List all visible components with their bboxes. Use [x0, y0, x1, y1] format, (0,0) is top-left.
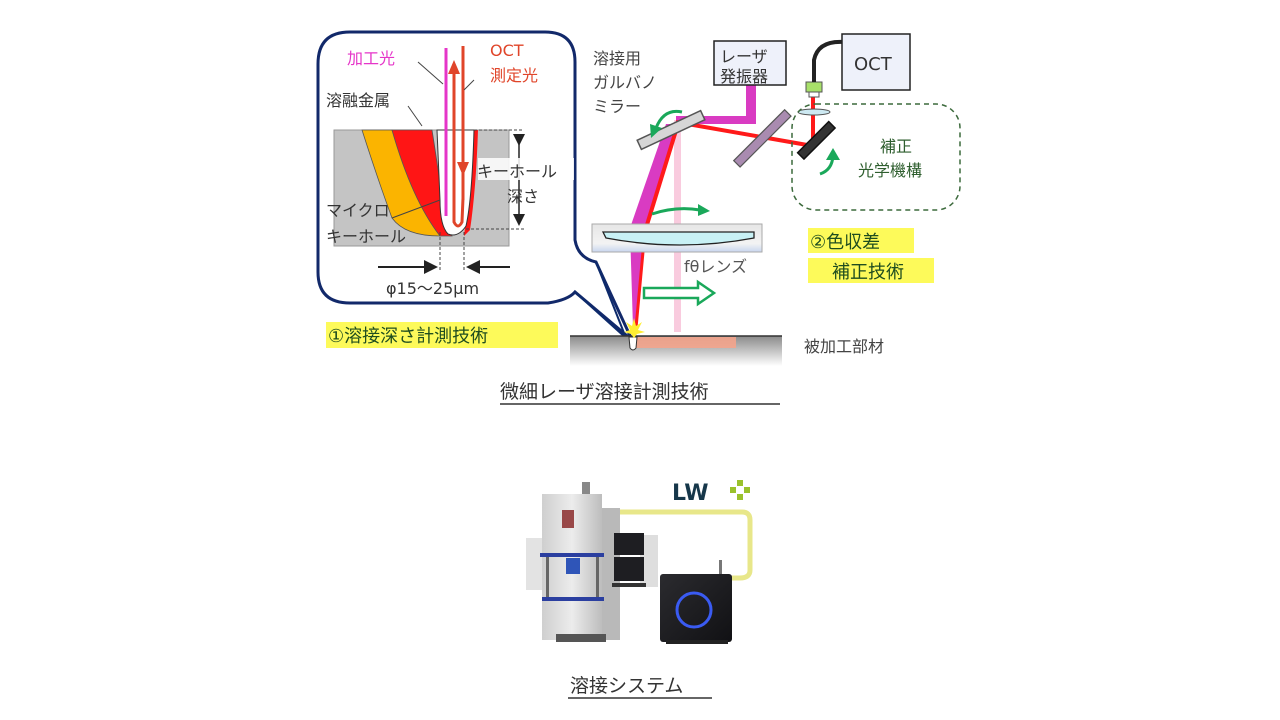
correction-optics-region — [791, 103, 961, 211]
machine-top-table — [540, 553, 604, 557]
keyhole-inset: 加工光 OCT 測定光 溶融金属 キーホール 深さ マイクロ キーホール φ15… — [316, 30, 634, 342]
oct-arrow-down — [457, 162, 469, 176]
molten-zone — [391, 129, 453, 237]
oct-box — [841, 33, 911, 91]
ftheta-lens — [601, 231, 755, 246]
oct-fiber — [812, 39, 846, 82]
label-chromatic-line1: ②色収差 — [810, 232, 880, 253]
leader-keyhole — [391, 199, 441, 219]
optical-system: レーザ 発振器 OCT 補正 光学機構 — [570, 33, 961, 366]
label-laser-line2: 発振器 — [720, 67, 768, 86]
leader-molten — [407, 105, 423, 127]
label-depth-measurement: ①溶接深さ計測技術 — [328, 326, 488, 347]
lw-logo: LW — [672, 480, 750, 506]
label-diameter: φ15～25μm — [386, 279, 479, 298]
oct-beam-down — [644, 123, 680, 229]
label-galvano-line2: ガルバノ — [593, 73, 657, 92]
label-molten-metal: 溶融金属 — [326, 91, 390, 110]
machine-post-left — [546, 557, 549, 597]
dichroic-mirror — [732, 108, 792, 168]
label-processing-light: 加工光 — [347, 49, 395, 68]
label-oct-line1: OCT — [490, 41, 524, 60]
weld-bead — [636, 337, 736, 348]
correction-mirror — [796, 120, 837, 161]
keyboard-tray — [612, 583, 646, 587]
logo-plus-left — [730, 487, 736, 493]
oct-beam-horizontal — [675, 120, 814, 148]
scan-rotate-arrow — [651, 207, 701, 216]
weld-spark — [624, 318, 645, 338]
label-keyhole-depth-line1: キーホール — [477, 162, 557, 181]
caption-top: 微細レーザ溶接計測技術 — [500, 381, 709, 403]
logo-text: LW — [672, 481, 709, 506]
controller-feet — [666, 640, 728, 644]
leader-processing — [417, 61, 444, 85]
correction-rotate-arrowhead — [826, 148, 840, 160]
label-ftheta-lens: fθレンズ — [684, 257, 747, 276]
machine-chimney — [582, 482, 590, 494]
scan-direction-arrow — [642, 279, 717, 307]
label-galvano-line1: 溶接用 — [593, 49, 641, 68]
fiber-connector-tip — [808, 91, 820, 98]
logo-plus-top — [737, 480, 743, 486]
label-correction-line2: 光学機構 — [858, 161, 922, 180]
galvano-mirror — [636, 109, 706, 151]
laser-oscillator-box — [713, 40, 787, 86]
monitor-top — [614, 533, 644, 555]
label-correction-line1: 補正 — [880, 137, 912, 156]
scan-rotate-arrowhead — [698, 204, 710, 216]
fiber-connector — [805, 81, 823, 93]
logo-plus-right — [744, 487, 750, 493]
controller-antenna — [719, 560, 722, 574]
width-arrowhead-left — [424, 260, 438, 274]
processing-beam-down — [630, 124, 680, 228]
callout-line-2 — [574, 291, 627, 339]
welding-system-photo — [526, 482, 753, 644]
label-keyhole-depth-line2: 深さ — [507, 187, 539, 206]
laser-feed-beam — [746, 84, 756, 118]
monitor-bottom — [614, 557, 644, 581]
machine-head — [566, 558, 580, 574]
controller-ring — [675, 591, 713, 629]
label-oct-line2: 測定光 — [490, 66, 538, 85]
machine-bottom-table — [542, 597, 604, 601]
logo-plus-bottom — [737, 494, 743, 500]
machine-right-panel — [640, 535, 658, 587]
collimator-lens — [797, 108, 831, 116]
galvano-rotate-arrowhead — [650, 124, 662, 138]
label-oct-box: OCT — [854, 54, 893, 75]
oct-arrow-up — [448, 60, 460, 74]
label-galvano-line3: ミラー — [593, 97, 641, 116]
machine-base — [556, 634, 606, 642]
width-arrowhead-right — [466, 260, 480, 274]
label-micro-keyhole-line1: マイクロ — [326, 201, 390, 220]
label-chromatic-line2: 補正技術 — [832, 262, 904, 283]
highlight-depth-measurement — [326, 322, 558, 348]
weld-keyhole — [628, 336, 638, 351]
controller-box — [660, 574, 732, 642]
label-laser-line1: レーザ — [720, 47, 768, 66]
highlight-chromatic-line2 — [808, 258, 934, 283]
leader-oct — [463, 79, 475, 91]
label-workpiece: 被加工部材 — [804, 337, 884, 356]
callout-line-1 — [595, 261, 627, 339]
highlight-chromatic-line1 — [808, 228, 914, 253]
caption-bottom: 溶接システム — [570, 675, 683, 697]
label-micro-keyhole-line2: キーホール — [326, 227, 406, 246]
machine-window — [562, 510, 574, 528]
fiber-cable — [612, 509, 753, 581]
galvano-rotate-arrow — [654, 109, 683, 129]
machine-post-right — [596, 557, 599, 597]
